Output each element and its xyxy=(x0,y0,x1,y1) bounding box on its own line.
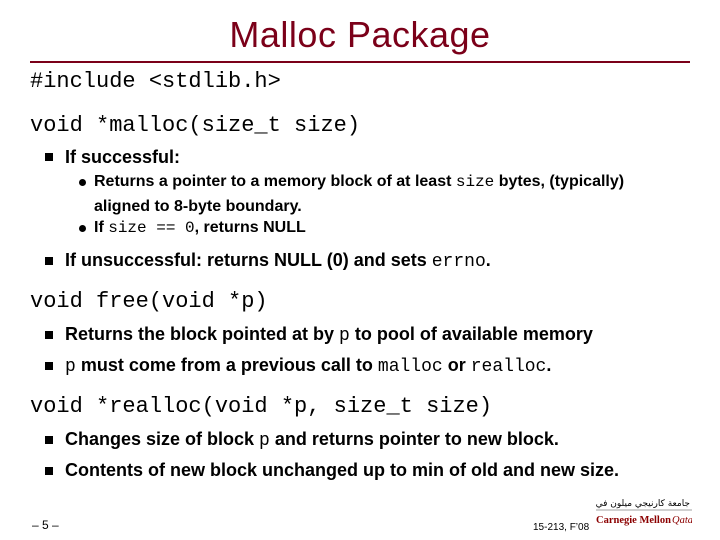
title-divider xyxy=(30,61,690,63)
realloc-bullet-1: Changes size of block p and returns poin… xyxy=(65,429,559,451)
logo-arabic-text: جامعة كارنيجي ميلون في قطر xyxy=(596,499,690,509)
course-label: 15-213, F’08 xyxy=(533,522,590,533)
free-signature: void free(void *p) xyxy=(30,289,268,314)
page-number: – 5 – xyxy=(32,518,59,532)
bullet-square-icon xyxy=(45,331,53,339)
realloc-signature: void *realloc(void *p, size_t size) xyxy=(30,394,493,419)
free-bullet-2: p must come from a previous call to mall… xyxy=(65,355,552,377)
bullet-square-icon xyxy=(45,257,53,265)
bullet-dot-icon xyxy=(79,179,86,186)
malloc-signature: void *malloc(size_t size) xyxy=(30,113,361,138)
logo-text-secondary: Qatar xyxy=(672,515,692,526)
realloc-bullet-2: Contents of new block unchanged up to mi… xyxy=(65,460,620,480)
malloc-zero-detail: If size == 0, returns NULL xyxy=(94,219,306,237)
malloc-success-detail-cont: aligned to 8-byte boundary. xyxy=(94,198,302,215)
free-bullet-1: Returns the block pointed at by p to poo… xyxy=(65,324,593,346)
slide-title: Malloc Package xyxy=(229,14,491,55)
bullet-square-icon xyxy=(45,467,53,475)
malloc-failure-bullet: If unsuccessful: returns NULL (0) and se… xyxy=(65,250,491,272)
include-line: #include <stdlib.h> xyxy=(30,69,281,94)
bullet-square-icon xyxy=(45,153,53,161)
bullet-square-icon xyxy=(45,362,53,370)
bullet-dot-icon xyxy=(79,225,86,232)
malloc-success-detail: Returns a pointer to a memory block of a… xyxy=(94,173,625,191)
malloc-success-bullet: If successful: xyxy=(65,147,181,167)
university-logo: جامعة كارنيجي ميلون في قطر Carnegie Mell… xyxy=(596,499,692,526)
logo-text-primary: Carnegie Mellon xyxy=(596,515,671,526)
bullet-square-icon xyxy=(45,436,53,444)
